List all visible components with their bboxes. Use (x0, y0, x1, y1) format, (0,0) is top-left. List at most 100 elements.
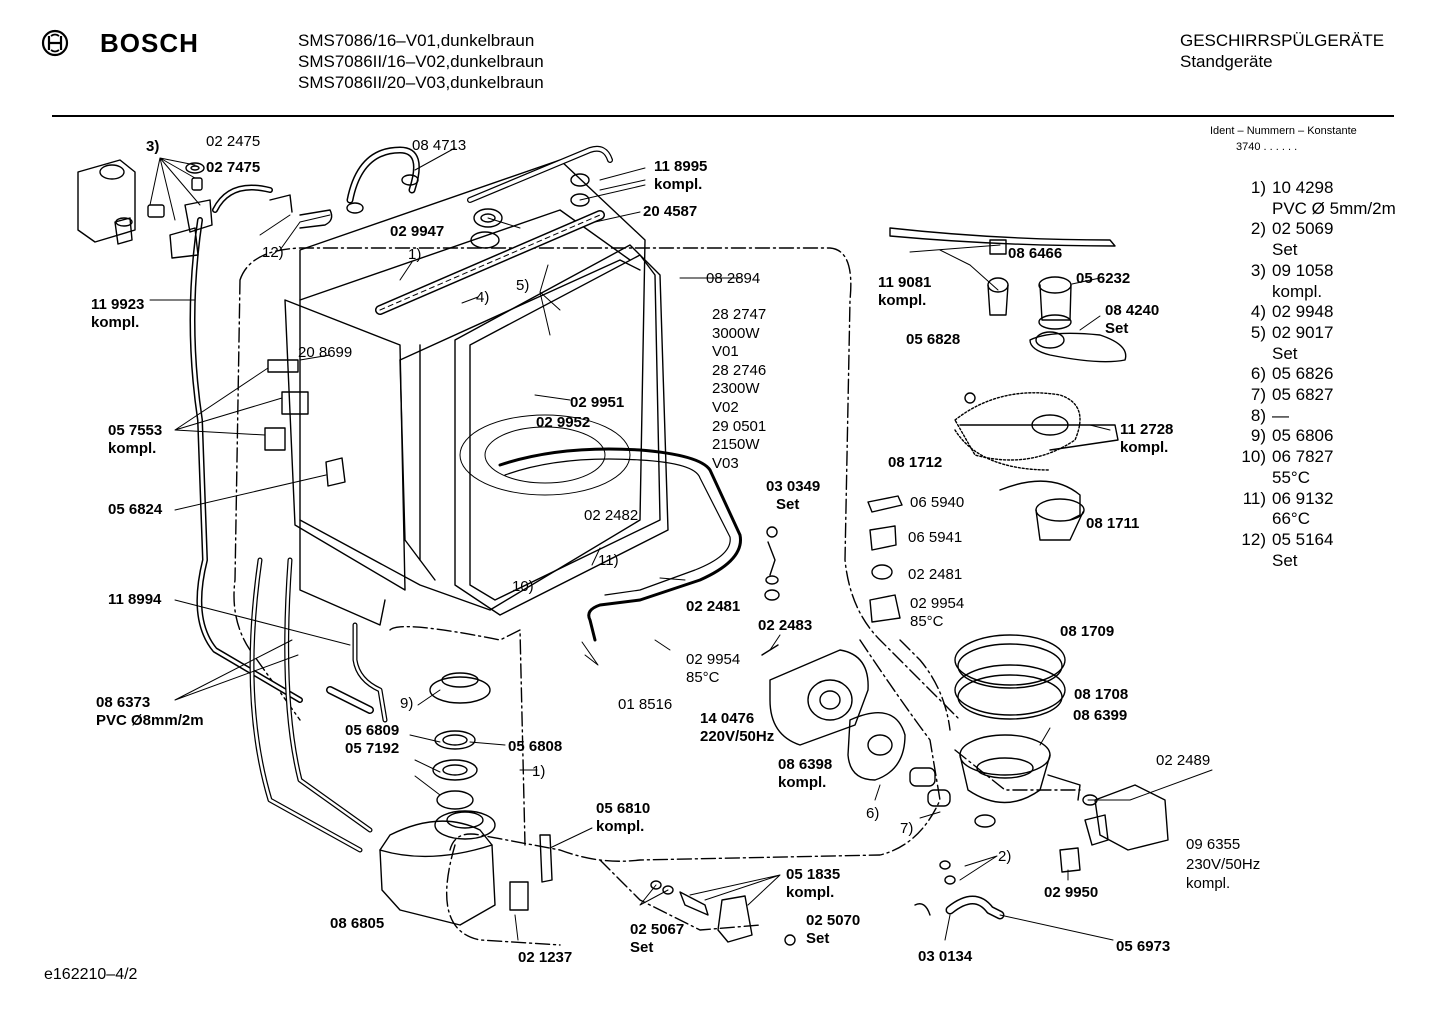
heater-power: 2150W (712, 436, 760, 454)
part-086398-kompl: kompl. (778, 774, 827, 791)
legend-code: 10 4298 (1272, 178, 1334, 197)
legend-code: 05 6827 (1272, 385, 1334, 405)
callout-7: 7) (900, 820, 914, 837)
heater-version: V01 (712, 343, 739, 361)
part-025067-set: Set (630, 939, 654, 956)
heater-part: 28 2747 (712, 306, 767, 323)
callout-9: 9) (400, 695, 414, 712)
part-030349: 03 0349 (766, 478, 821, 495)
part-065940: 06 5940 (910, 494, 965, 511)
legend-number: 1) (1250, 178, 1266, 197)
motor-voltage: 220V/50Hz (700, 728, 775, 745)
part-084240: 08 4240 (1105, 302, 1160, 319)
part-086805: 08 6805 (330, 915, 385, 932)
legend-code: 09 1058 (1272, 260, 1334, 280)
part-086399: 08 6399 (1073, 707, 1128, 724)
category-block: GESCHIRRSPÜLGERÄTE Standgeräte (1180, 30, 1384, 72)
callout-2: 2) (998, 848, 1012, 865)
part-029950: 02 9950 (1044, 884, 1099, 901)
legend-note: 66°C (1272, 509, 1310, 529)
legend-note: Set (1272, 240, 1298, 260)
part-082894: 08 2894 (706, 270, 761, 287)
part-208699: 20 8699 (298, 344, 353, 361)
part-056810-kompl: kompl. (596, 818, 645, 835)
legend-item: 10)06 7827 (1228, 447, 1396, 468)
legend-number: 6) (1250, 364, 1266, 384)
legend-code: 02 9948 (1272, 302, 1334, 322)
callout-1b: 1) (532, 763, 546, 780)
drawing-number: e162210–4/2 (44, 966, 138, 983)
part-025070-set: Set (806, 930, 830, 947)
part-140476: 14 0476 (700, 710, 755, 727)
legend-number: 7) (1250, 385, 1266, 405)
part-018516: 01 8516 (618, 696, 673, 713)
callout-5: 5) (516, 277, 530, 294)
legend-item: 3)09 1058 (1228, 261, 1396, 282)
part-022475: 02 2475 (206, 133, 261, 150)
part-096355: 09 6355 (1186, 836, 1241, 853)
legend-number: 12) (1241, 529, 1266, 549)
part-118994: 11 8994 (108, 591, 162, 608)
callout-12: 12) (262, 244, 284, 261)
frame-outline (233, 247, 961, 862)
solenoid-valve (1094, 784, 1169, 851)
callout-11: 11) (598, 552, 619, 569)
part-022481-b: 02 2481 (908, 566, 963, 583)
legend-item: 4)02 9948 (1228, 302, 1396, 323)
part-056809: 05 6809 (345, 722, 400, 739)
temp-85-b: 85°C (910, 613, 944, 630)
part-029954-a: 02 9954 (686, 651, 741, 668)
part-056810: 05 6810 (596, 800, 651, 817)
part-204587: 20 4587 (643, 203, 698, 220)
brand-name: BOSCH (100, 28, 199, 58)
side-panel (284, 299, 406, 591)
legend-item: 6)05 6826 (1228, 364, 1396, 385)
part-084713: 08 4713 (412, 137, 467, 154)
part-119923-kompl: kompl. (91, 314, 140, 331)
model-list: SMS7086/16–V01,dunkelbraun SMS7086II/16–… (298, 30, 544, 93)
part-056824: 05 6824 (108, 501, 163, 518)
sieve-ring (954, 634, 1066, 686)
legend-item: 5)02 9017 (1228, 323, 1396, 344)
legend-item: 9) 05 6806 (1228, 426, 1396, 447)
legend-code: — (1272, 405, 1289, 425)
legend-code: 02 9017 (1272, 322, 1334, 342)
part-051835-kompl: kompl. (786, 884, 835, 901)
part-112728-kompl: kompl. (1120, 439, 1169, 456)
legend-item: 7) 05 6827 (1228, 385, 1396, 406)
heater-part: 29 0501 (712, 417, 767, 435)
pump-housing (959, 734, 1051, 776)
part-084240-set: Set (1105, 320, 1129, 337)
legend-number: 10) (1241, 447, 1266, 467)
legend-number: 8) (1250, 405, 1266, 425)
ident-title: Ident – Nummern – Konstante (1210, 125, 1357, 137)
part-027475: 02 7475 (206, 159, 261, 176)
part-057553-kompl: kompl. (108, 440, 157, 457)
temp-85-a: 85°C (686, 669, 720, 686)
part-025070: 02 5070 (806, 912, 861, 929)
header-rule (52, 115, 1394, 117)
part-056808: 05 6808 (508, 738, 563, 755)
part-056232: 05 6232 (1076, 270, 1131, 287)
legend-number: 2) (1250, 219, 1266, 239)
callout-4: 4) (476, 289, 490, 306)
callout-6: 6) (866, 805, 880, 822)
heater-part: 28 2746 (712, 361, 767, 379)
aquastop-box (77, 159, 136, 243)
legend-code: 05 6806 (1272, 426, 1334, 446)
part-030349-set: Set (776, 496, 800, 513)
heater-version: V03 (712, 454, 739, 472)
callout-3: 3) (146, 138, 160, 155)
tub-outline (299, 159, 646, 611)
valve-voltage: 230V/50Hz (1186, 856, 1261, 873)
heater-power: 3000W (712, 324, 760, 342)
sump-housing (379, 820, 496, 926)
category-subtitle: Standgeräte (1180, 52, 1273, 71)
callout-10: 10) (512, 578, 534, 595)
part-119923: 11 9923 (91, 296, 145, 313)
ident-value: 3740 . . . . . . (1236, 141, 1298, 153)
part-021237: 02 1237 (518, 949, 573, 966)
legend-note: 55°C (1272, 467, 1310, 487)
legend-number: 9) (1250, 426, 1266, 446)
